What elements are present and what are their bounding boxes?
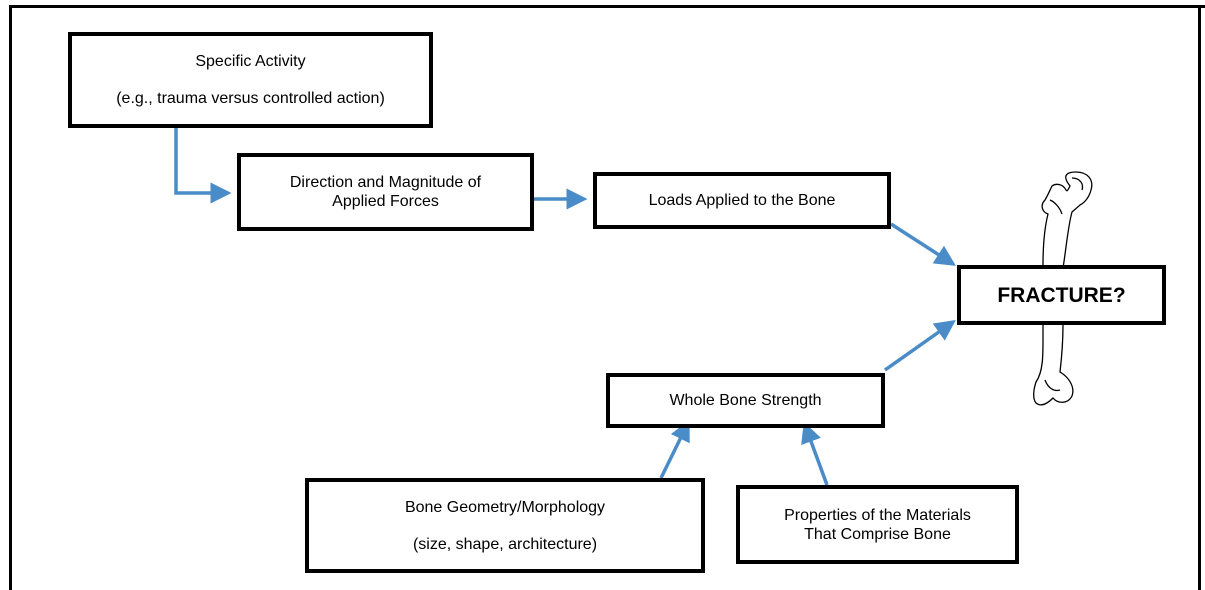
specific-activity-box: Specific Activity (e.g., trauma versus c… bbox=[68, 32, 433, 128]
fracture-label: FRACTURE? bbox=[997, 283, 1126, 307]
bone-geometry-detail: (size, shape, architecture) bbox=[412, 535, 598, 553]
whole-bone-strength-box: Whole Bone Strength bbox=[606, 373, 885, 428]
bone-geometry-box: Bone Geometry/Morphology (size, shape, a… bbox=[305, 478, 705, 573]
material-properties-line2: That Comprise Bone bbox=[804, 525, 951, 543]
arrow-strength-to-fracture bbox=[883, 319, 956, 372]
applied-forces-line2: Applied Forces bbox=[332, 193, 439, 210]
arrow-activity-to-forces bbox=[174, 128, 232, 204]
arrow-materials-to-strength bbox=[801, 421, 829, 486]
material-properties-line1: Properties of the Materials bbox=[784, 506, 971, 524]
frame-right-border bbox=[1198, 5, 1201, 590]
whole-bone-strength-label: Whole Bone Strength bbox=[669, 392, 822, 409]
frame-top-border bbox=[9, 5, 1205, 8]
loads-applied-label: Loads Applied to the Bone bbox=[648, 192, 836, 209]
specific-activity-example: (e.g., trauma versus controlled action) bbox=[116, 90, 385, 107]
applied-forces-line1: Direction and Magnitude of bbox=[289, 174, 482, 191]
frame-left-border bbox=[9, 5, 12, 590]
bone-geometry-title: Bone Geometry/Morphology bbox=[404, 498, 606, 516]
loads-applied-box: Loads Applied to the Bone bbox=[593, 172, 891, 229]
arrow-loads-to-fracture bbox=[890, 222, 956, 266]
material-properties-box: Properties of the Materials That Compris… bbox=[736, 485, 1019, 564]
applied-forces-box: Direction and Magnitude of Applied Force… bbox=[237, 153, 534, 231]
arrow-geometry-to-strength bbox=[659, 419, 690, 479]
specific-activity-title: Specific Activity bbox=[195, 53, 306, 70]
fracture-box: FRACTURE? bbox=[957, 265, 1166, 325]
